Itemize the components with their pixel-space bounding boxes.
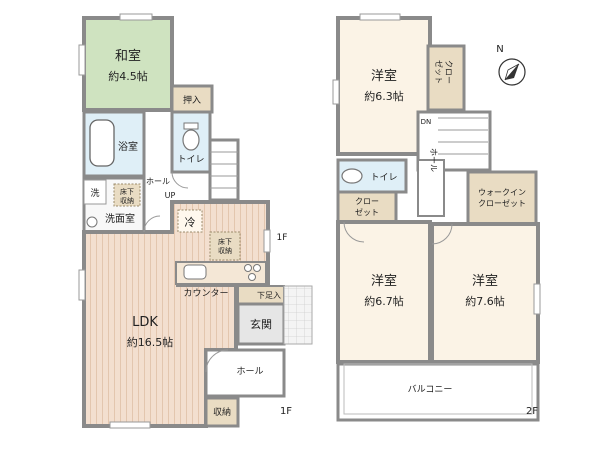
stairs-1f — [208, 138, 240, 202]
hall-2f — [417, 159, 445, 217]
toilet-fixture-2f — [341, 168, 363, 184]
oshiire-label: 押入 — [183, 94, 201, 106]
storage-1f — [204, 396, 240, 428]
underfloor-storage-2-line2: 収納 — [218, 246, 232, 255]
window — [263, 229, 271, 253]
hall-label-1f: ホール — [236, 366, 263, 377]
hall-1f — [204, 348, 286, 398]
dn-label: DN — [421, 118, 432, 126]
fridge-space — [177, 209, 203, 233]
floor-label-2f: 2F — [526, 406, 538, 417]
floor-label-1f: 1F — [280, 406, 292, 417]
hall-small-label: ホール — [146, 177, 170, 186]
toilet-fixture — [182, 129, 200, 151]
entrance — [236, 302, 286, 346]
walkin-line1: ウォークイン — [478, 188, 526, 197]
stair-treads-2f — [438, 117, 488, 155]
room-right-size: 約7.6帖 — [465, 294, 505, 308]
underfloor-storage-1 — [113, 183, 141, 207]
closet-top-label-2: ゼット — [434, 60, 444, 84]
up-label: UP — [165, 191, 176, 200]
door-swing — [205, 349, 229, 373]
toilet-label-2f: トイレ — [370, 173, 397, 183]
bathroom-label: 浴室 — [118, 140, 138, 153]
floor-2f: 洋室 約6.3帖 クロー ゼット DN ホール トイレ クロー ゼット ウォーク… — [332, 13, 541, 422]
compass-icon: N — [496, 44, 526, 86]
window — [332, 79, 340, 105]
kitchen-sink — [183, 264, 207, 280]
stove-burner — [244, 264, 252, 272]
walkin-line2: クローゼット — [478, 198, 526, 208]
room-left-size: 約6.7帖 — [364, 294, 404, 308]
porch — [283, 285, 313, 345]
shoe-storage-label: 下足入 — [257, 291, 281, 300]
window — [119, 13, 153, 21]
closet-mid-line2: ゼット — [355, 207, 379, 217]
door-swing — [343, 221, 365, 243]
room-top-size: 約6.3帖 — [364, 89, 404, 103]
window — [109, 421, 151, 429]
counter-label: カウンター — [183, 288, 228, 299]
washitsu-size: 約4.5帖 — [108, 69, 148, 83]
window — [533, 283, 541, 315]
floor-label-1f-small: 1F — [277, 233, 288, 243]
washitsu-name: 和室 — [115, 48, 141, 64]
balcony-label: バルコニー — [408, 384, 453, 395]
underfloor-storage-1-line2: 収納 — [120, 196, 134, 205]
closet-top-2f — [426, 44, 466, 112]
underfloor-storage-2-line1: 床下 — [218, 237, 232, 246]
window — [78, 269, 86, 301]
fridge-label: 冷 — [185, 216, 196, 229]
walkin-closet — [466, 170, 538, 226]
underfloor-storage-1-line1: 床下 — [120, 187, 134, 196]
hall-label-2f: ホール — [429, 148, 438, 172]
stair-treads — [210, 151, 238, 189]
wash-label: 洗 — [90, 187, 99, 199]
toilet-tank — [183, 122, 199, 130]
window — [78, 44, 86, 76]
bathtub — [89, 119, 115, 167]
storage-label-1f: 収納 — [213, 406, 231, 418]
washroom-label: 洗面室 — [105, 212, 135, 225]
room-right-2f — [430, 222, 540, 364]
ldk-size: 約16.5帖 — [127, 335, 174, 349]
balcony — [336, 362, 540, 422]
room-top-2f — [336, 16, 432, 156]
room-right-name: 洋室 — [472, 273, 498, 289]
stove-burner — [248, 273, 256, 281]
washitsu-room — [82, 16, 174, 112]
stove-burner — [253, 264, 261, 272]
balcony-rail — [343, 363, 533, 415]
room-left-name: 洋室 — [371, 273, 397, 289]
room-top-name: 洋室 — [371, 68, 397, 84]
door-swing — [143, 215, 161, 233]
compass-letter: N — [496, 44, 503, 55]
washer-area — [83, 179, 107, 205]
door-swing — [431, 223, 453, 245]
entrance-label: 玄関 — [250, 317, 272, 331]
floor-1f: 和室 約4.5帖 押入 トイレ 浴室 ホール UP 洗 床下 収納 洗面室 冷 … — [78, 13, 313, 429]
closet-mid-line1: クロー — [355, 197, 379, 206]
underfloor-storage-2 — [209, 231, 241, 261]
closet-top-label: クロー — [444, 60, 453, 84]
window — [359, 13, 401, 21]
ldk-name: LDK — [132, 315, 158, 330]
toilet-label-1f: トイレ — [177, 155, 204, 165]
sink-fixture — [86, 216, 98, 228]
door-swing — [171, 171, 189, 189]
room-left-2f — [336, 220, 432, 364]
